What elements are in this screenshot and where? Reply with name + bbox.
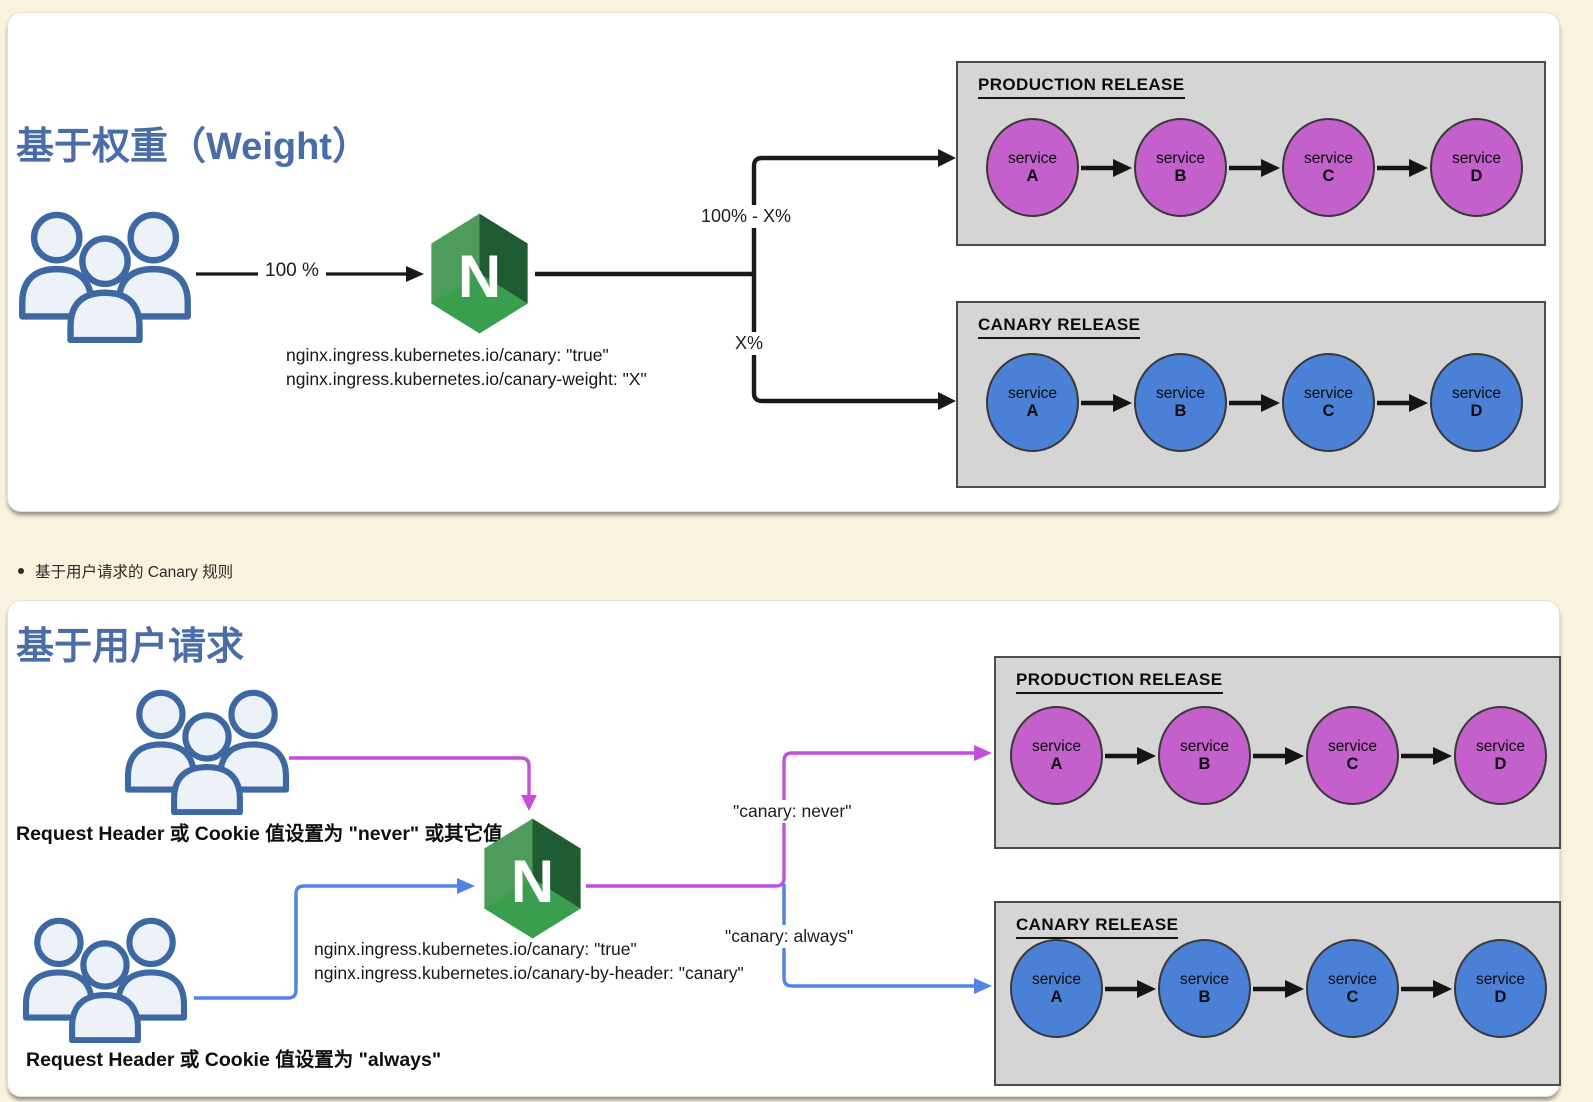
service-node: service C <box>1282 353 1375 452</box>
canary-split-label: X% <box>728 332 771 355</box>
service-arrow <box>1229 158 1280 177</box>
bullet-list-item: 基于用户请求的 Canary 规则 <box>18 560 233 582</box>
service-node: service B <box>1158 706 1251 805</box>
service-node: service A <box>986 353 1079 452</box>
service-node: service D <box>1454 939 1547 1038</box>
production-release-box: PRODUCTION RELEASE service A service B s… <box>956 61 1546 246</box>
service-node: service B <box>1134 353 1227 452</box>
never-group-label: Request Header 或 Cookie 值设置为 "never" 或其它… <box>16 823 503 845</box>
arrowhead <box>406 266 424 282</box>
service-node: service A <box>1010 939 1103 1038</box>
service-node: service C <box>1282 118 1375 217</box>
canary-branch-line <box>751 274 938 404</box>
page-title: 基于用户请求 <box>16 626 245 668</box>
page-title: 基于权重（Weight） <box>16 126 370 168</box>
service-arrow <box>1401 979 1452 998</box>
nginx-letter: N <box>511 848 554 915</box>
arrowhead <box>938 392 956 410</box>
traffic-percent-label: 100 % <box>258 259 326 283</box>
release-box-title: PRODUCTION RELEASE <box>1016 670 1223 694</box>
annotation-line: nginx.ingress.kubernetes.io/canary: "tru… <box>314 939 637 959</box>
service-arrow <box>1377 158 1428 177</box>
nginx-annotations: nginx.ingress.kubernetes.io/canary: "tru… <box>314 937 744 985</box>
arrowhead <box>974 745 992 761</box>
arrowhead <box>938 149 956 167</box>
users-icon <box>16 211 194 343</box>
bullet-marker <box>18 568 24 574</box>
weight-diagram-panel: 基于权重（Weight） 100 % N 100% - X% X% nginx.… <box>7 12 1560 512</box>
service-node: service B <box>1134 118 1227 217</box>
annotation-line: nginx.ingress.kubernetes.io/canary-weigh… <box>286 369 647 390</box>
nginx-letter: N <box>458 243 501 310</box>
annotation-line: nginx.ingress.kubernetes.io/canary: "tru… <box>286 345 609 365</box>
service-node: service C <box>1306 706 1399 805</box>
service-arrow <box>1377 393 1428 412</box>
bullet-text: 基于用户请求的 Canary 规则 <box>35 564 234 581</box>
service-node: service D <box>1454 706 1547 805</box>
service-arrow <box>1081 393 1132 412</box>
release-box-title: CANARY RELEASE <box>1016 915 1179 939</box>
service-arrow <box>1253 979 1304 998</box>
service-node: service C <box>1306 939 1399 1038</box>
annotation-line: nginx.ingress.kubernetes.io/canary-by-he… <box>314 963 744 984</box>
service-node: service A <box>986 118 1079 217</box>
arrowhead <box>974 978 992 994</box>
service-node: service D <box>1430 353 1523 452</box>
nginx-logo: N <box>431 213 528 334</box>
users-icon-always <box>16 917 194 1043</box>
canary-never-label: "canary: never" <box>726 800 859 823</box>
arrowhead <box>457 878 475 894</box>
nginx-logo: N <box>484 818 581 939</box>
service-node: service B <box>1158 939 1251 1038</box>
service-arrow <box>1081 158 1132 177</box>
service-arrow <box>1253 746 1304 765</box>
service-node: service A <box>1010 706 1103 805</box>
always-group-label: Request Header 或 Cookie 值设置为 "always" <box>26 1049 442 1071</box>
service-node: service D <box>1430 118 1523 217</box>
never-users-to-nginx-line <box>289 756 531 795</box>
release-box-title: CANARY RELEASE <box>978 315 1141 339</box>
service-arrow <box>1105 746 1156 765</box>
service-arrow <box>1401 746 1452 765</box>
arrowhead <box>521 795 537 811</box>
production-split-label: 100% - X% <box>694 205 799 228</box>
canary-always-label: "canary: always" <box>718 925 861 948</box>
canary-release-box: CANARY RELEASE service A service B servi… <box>994 901 1561 1086</box>
production-release-box: PRODUCTION RELEASE service A service B s… <box>994 656 1561 849</box>
users-icon-never <box>118 689 296 815</box>
release-box-title: PRODUCTION RELEASE <box>978 75 1185 99</box>
canary-release-box: CANARY RELEASE service A service B servi… <box>956 301 1546 488</box>
nginx-annotations: nginx.ingress.kubernetes.io/canary: "tru… <box>286 343 647 391</box>
header-diagram-panel: 基于用户请求 Request Header 或 Cookie 值设置为 "nev… <box>7 600 1561 1097</box>
service-arrow <box>1229 393 1280 412</box>
service-arrow <box>1105 979 1156 998</box>
